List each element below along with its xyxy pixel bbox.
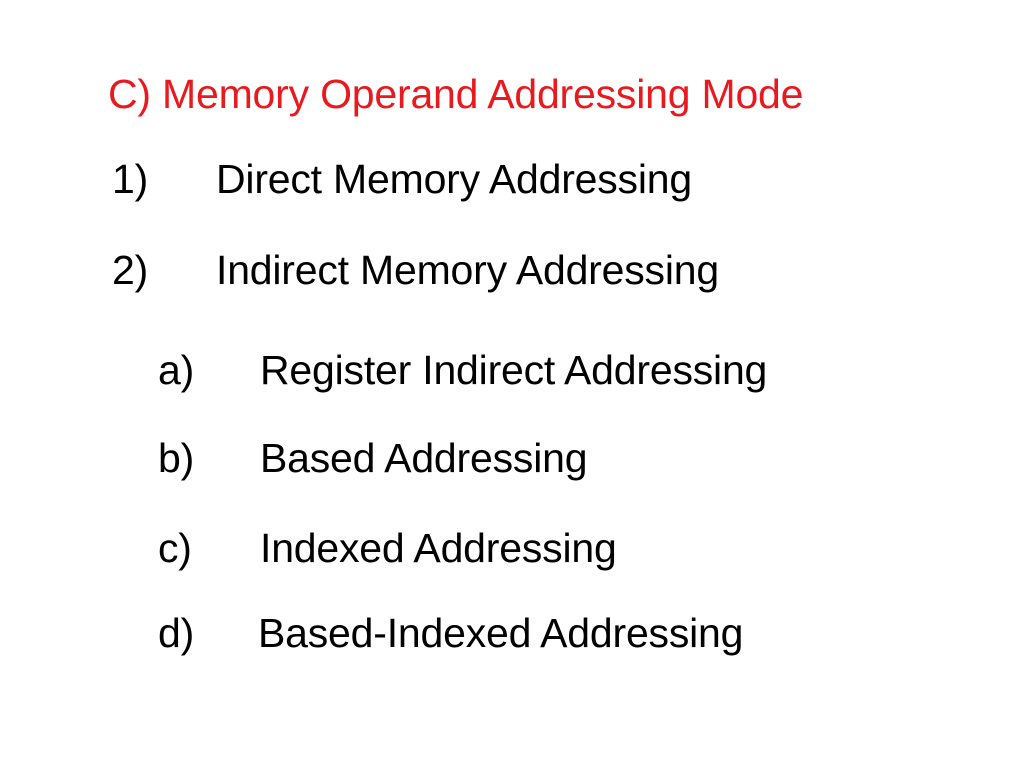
sublist-item-text: Based Addressing (260, 435, 588, 481)
sublist-marker: a) (158, 347, 195, 393)
list-item-text: Direct Memory Addressing (216, 156, 692, 202)
list-marker: 2) (112, 247, 149, 293)
list-item-direct-memory-addressing: 1) Direct Memory Addressing (112, 153, 812, 205)
sublist-marker: b) (158, 435, 195, 481)
list-item-indirect-memory-addressing: 2) Indirect Memory Addressing (112, 244, 812, 296)
sublist-item-indexed: c) Indexed Addressing (158, 522, 858, 574)
sublist-marker: c) (158, 525, 192, 571)
sublist-marker: d) (158, 610, 195, 656)
sublist-item-based: b) Based Addressing (158, 432, 858, 484)
sublist-item-register-indirect: a) Register Indirect Addressing (158, 344, 858, 396)
list-item-text: Indirect Memory Addressing (216, 247, 719, 293)
sublist-item-text: Register Indirect Addressing (260, 347, 768, 393)
list-marker: 1) (112, 156, 149, 202)
slide-title: C) Memory Operand Addressing Mode (108, 71, 804, 117)
sublist-item-based-indexed: d) Based-Indexed Addressing (158, 607, 858, 659)
sublist-item-text: Based-Indexed Addressing (258, 610, 744, 656)
sublist-item-text: Indexed Addressing (260, 525, 617, 571)
